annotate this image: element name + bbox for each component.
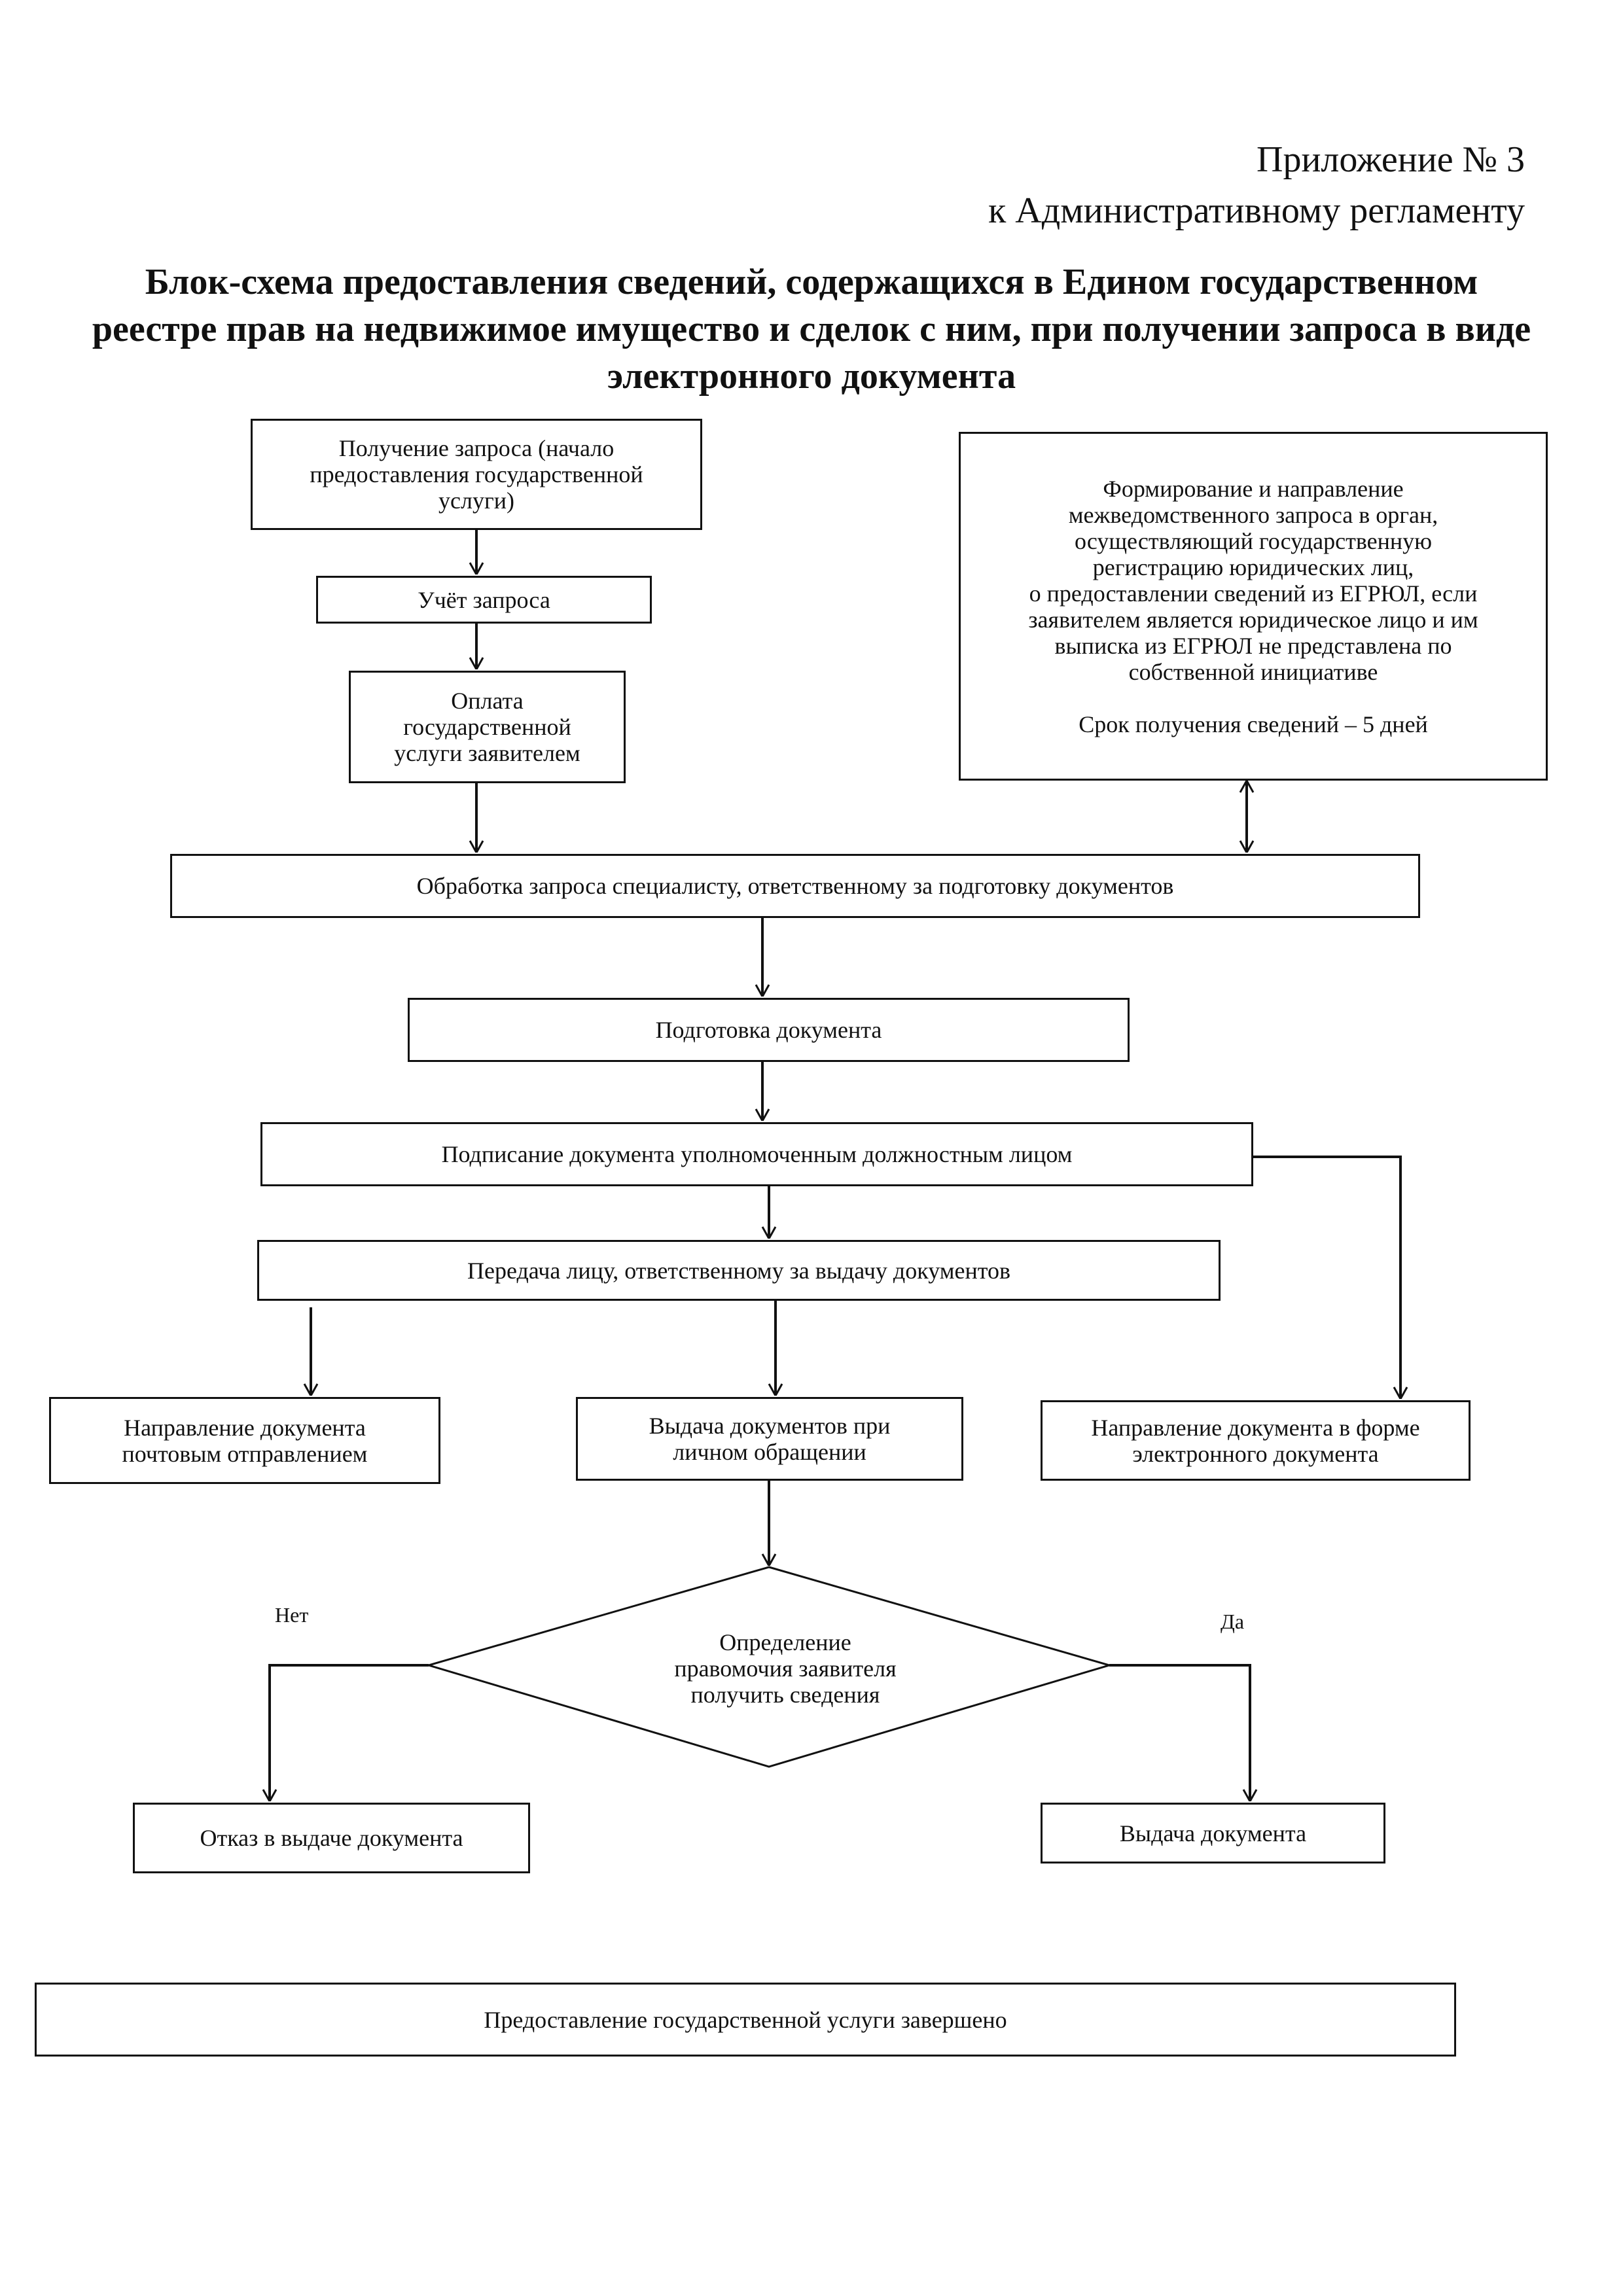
- payment-label: Оплата государственной услуги заявителем: [394, 688, 580, 766]
- in-person-box: Выдача документов при личном обращении: [576, 1397, 963, 1481]
- issue-label: Выдача документа: [1119, 1820, 1307, 1846]
- regulation-reference: к Административному регламенту: [988, 190, 1525, 231]
- arrow-signing-to-electronic: [1253, 1156, 1400, 1399]
- issue-box: Выдача документа: [1041, 1803, 1385, 1863]
- handover-box: Передача лицу, ответственному за выдачу …: [257, 1240, 1221, 1301]
- electronic-label: Направление документа в форме электронно…: [1091, 1414, 1420, 1467]
- preparation-label: Подготовка документа: [655, 1017, 882, 1043]
- interagency-request-box: Формирование и направление межведомствен…: [959, 432, 1548, 781]
- preparation-box: Подготовка документа: [408, 998, 1130, 1062]
- completed-box: Предоставление государственной услуги за…: [35, 1983, 1456, 2057]
- in-person-label: Выдача документов при личном обращении: [649, 1413, 891, 1465]
- arrow-decision-yes: [1109, 1664, 1250, 1801]
- branch-yes-label: Да: [1221, 1610, 1245, 1633]
- refusal-box: Отказ в выдаче документа: [133, 1803, 530, 1873]
- receive-request-label: Получение запроса (начало предоставления…: [310, 435, 643, 514]
- interagency-request-label: Формирование и направление межведомствен…: [1028, 475, 1478, 737]
- document-header: Приложение № 3 к Административному регла…: [988, 134, 1525, 236]
- register-request-box: Учёт запроса: [316, 576, 652, 624]
- refusal-label: Отказ в выдаче документа: [200, 1825, 463, 1851]
- decision-diamond: [425, 1566, 1113, 1768]
- handover-label: Передача лицу, ответственному за выдачу …: [467, 1257, 1011, 1284]
- arrow-decision-no: [270, 1664, 429, 1801]
- postal-box: Направление документа почтовым отправлен…: [49, 1397, 440, 1484]
- diagram-title: Блок-схема предоставления сведений, соде…: [92, 262, 1531, 397]
- receive-request-box: Получение запроса (начало предоставления…: [251, 419, 702, 530]
- processing-box: Обработка запроса специалисту, ответстве…: [170, 854, 1420, 918]
- decision-text: Определение правомочия заявителя получит…: [674, 1629, 897, 1708]
- decision-label: Определение правомочия заявителя получит…: [550, 1626, 1021, 1711]
- branch-no-label: Нет: [275, 1603, 309, 1627]
- payment-box: Оплата государственной услуги заявителем: [349, 671, 626, 783]
- appendix-number: Приложение № 3: [1257, 139, 1525, 180]
- signing-label: Подписание документа уполномоченным долж…: [441, 1141, 1073, 1167]
- electronic-box: Направление документа в форме электронно…: [1041, 1400, 1471, 1481]
- processing-label: Обработка запроса специалисту, ответстве…: [416, 873, 1174, 899]
- postal-label: Направление документа почтовым отправлен…: [122, 1414, 368, 1467]
- completed-label: Предоставление государственной услуги за…: [484, 2006, 1007, 2033]
- register-request-label: Учёт запроса: [418, 586, 550, 613]
- signing-box: Подписание документа уполномоченным долж…: [260, 1122, 1253, 1186]
